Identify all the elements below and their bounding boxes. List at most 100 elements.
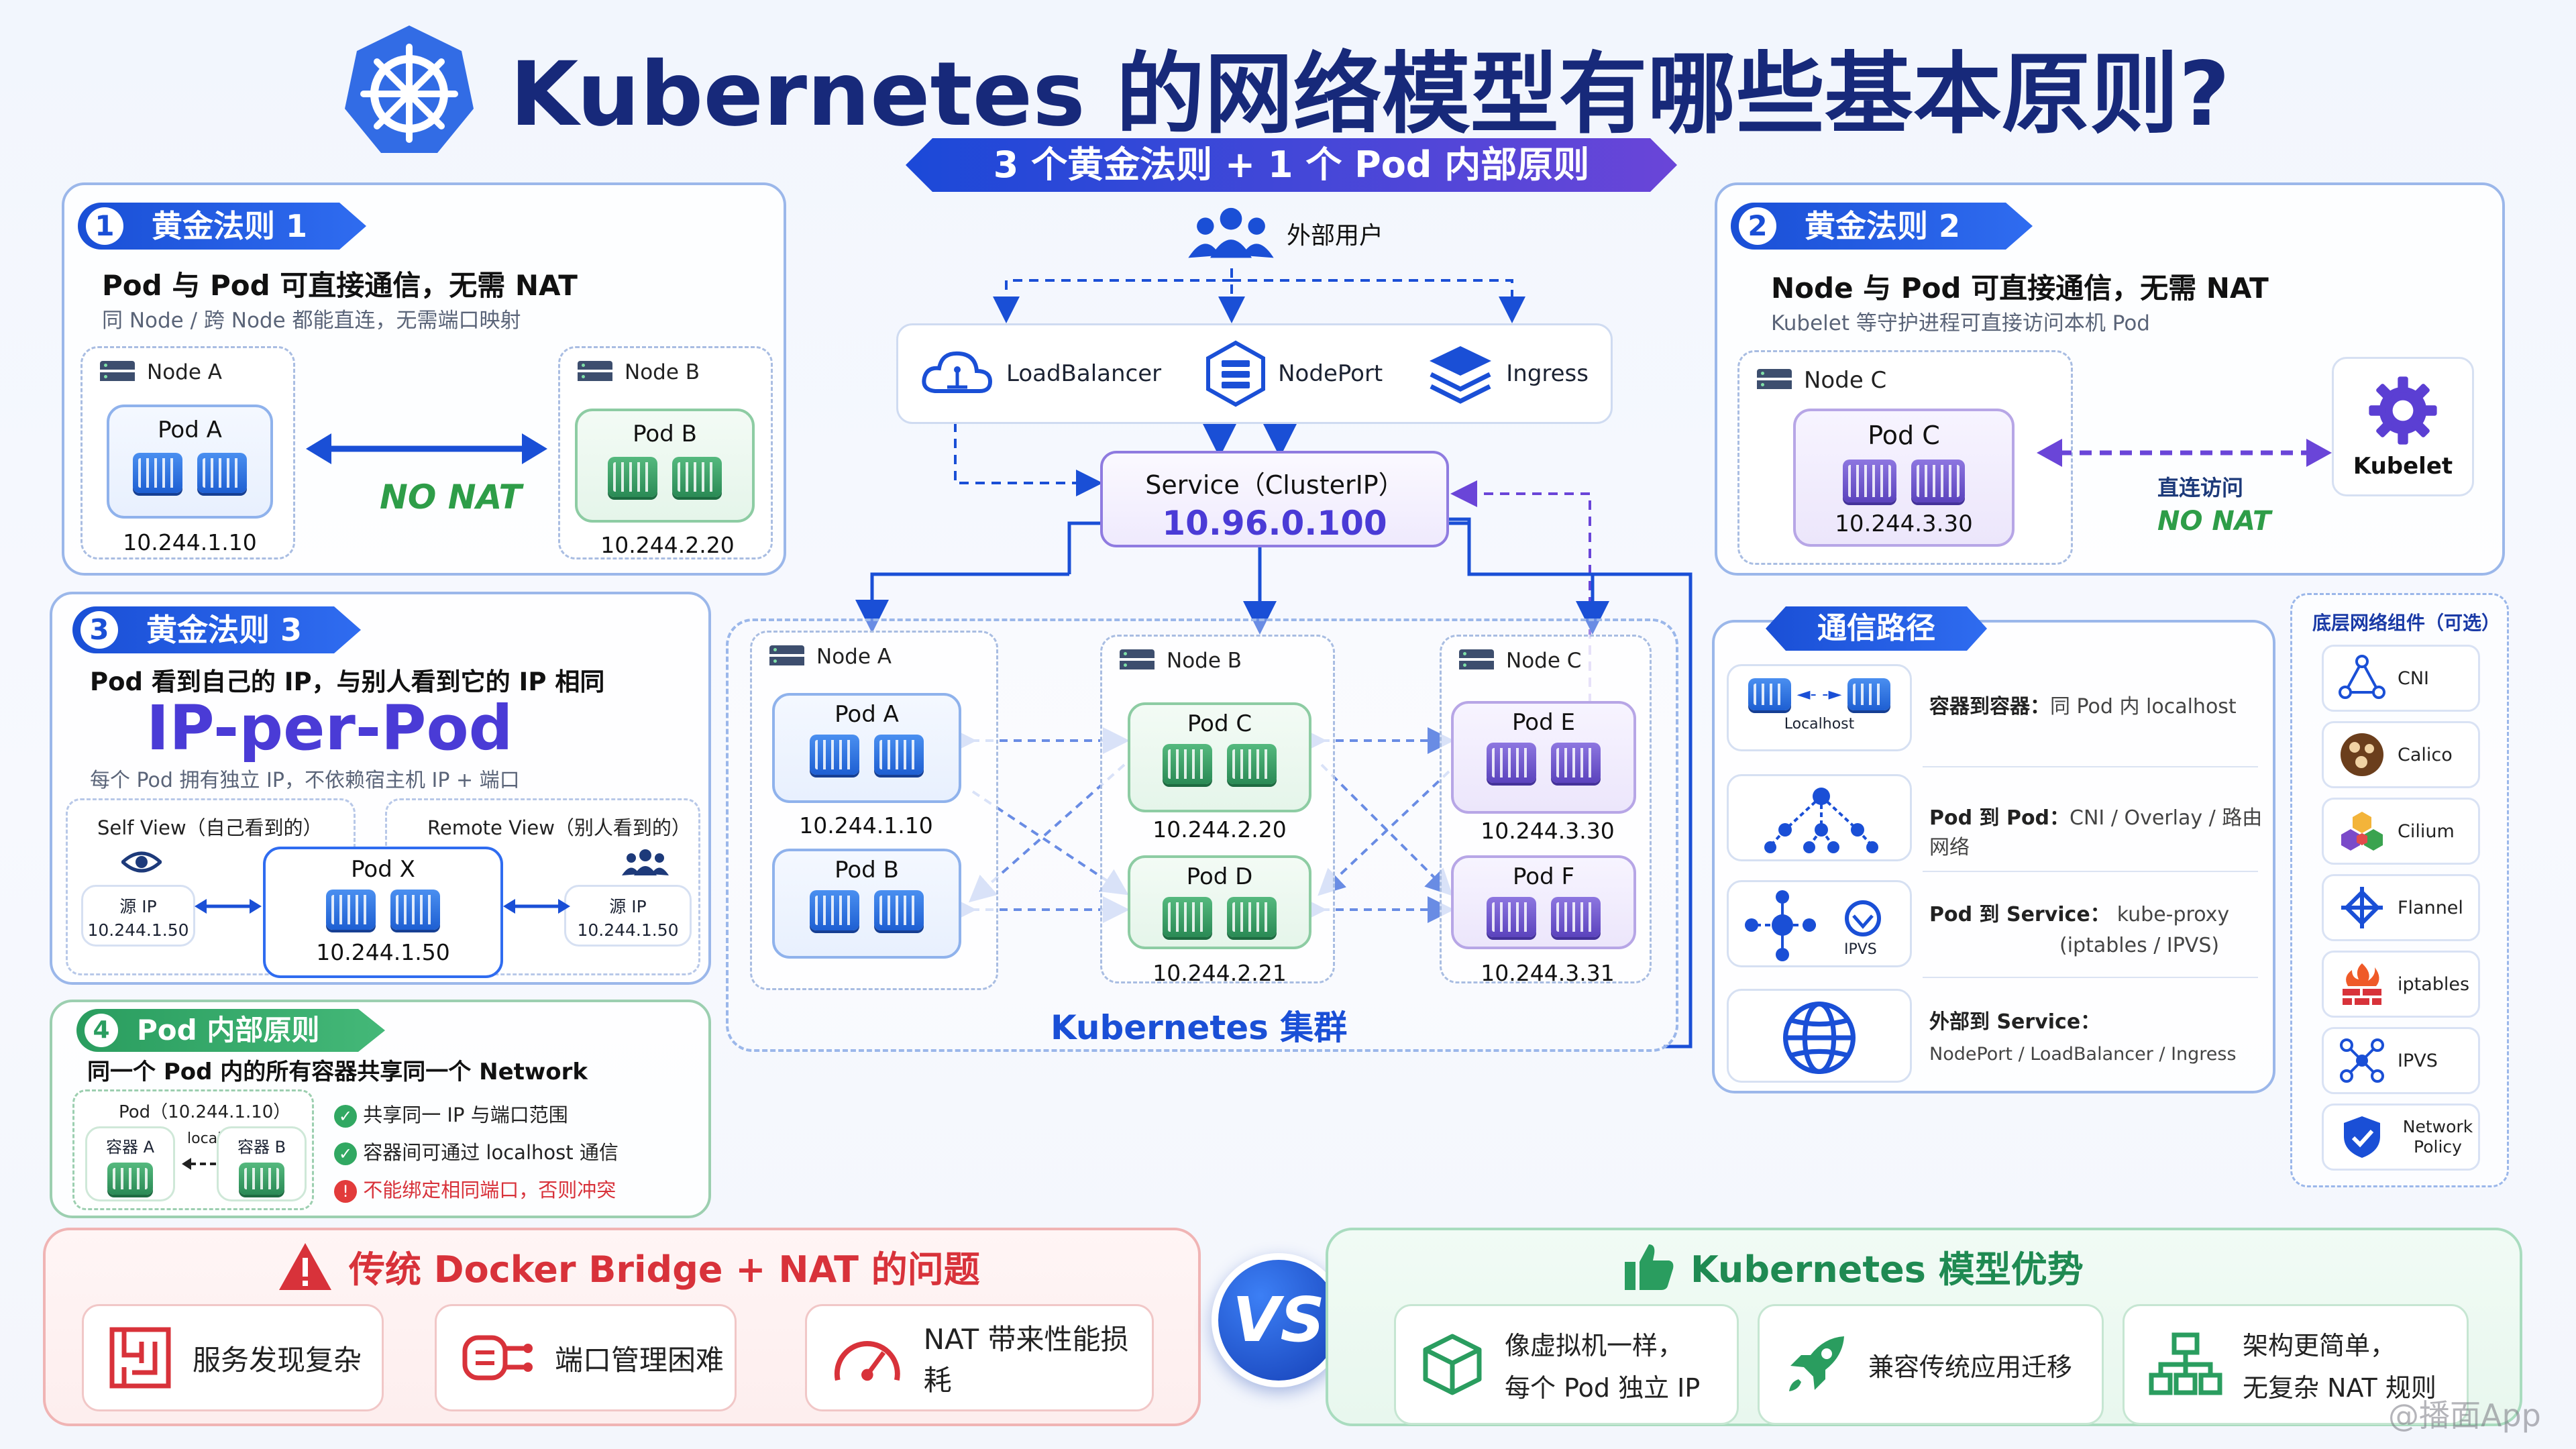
components-panel: 底层网络组件（可选） CNI Calico Cilium Flannel ipt… <box>2290 593 2509 1187</box>
rule3-header: 3 黄金法则 3 <box>72 606 361 653</box>
pod-name: Pod B <box>835 857 899 883</box>
check-icon: ✓ <box>334 1142 357 1165</box>
paths-title: 通信路径 <box>1817 611 1935 645</box>
ip-per-pod-title: IP-per-Pod <box>146 692 513 764</box>
rule1-pod-a: Pod A <box>107 405 273 519</box>
advantage-line1: 兼容传统应用迁移 <box>1868 1352 2073 1382</box>
path-bold: 容器到容器： <box>1929 695 2050 718</box>
port-icon <box>462 1335 533 1381</box>
rule2-number: 2 <box>1739 207 1776 245</box>
node-label: Node C <box>1804 367 1887 394</box>
shield-icon <box>2344 1116 2380 1158</box>
pod-name: Pod B <box>633 421 697 447</box>
check-icon: ✓ <box>334 1105 357 1128</box>
component-ipvs: IPVS <box>2322 1027 2480 1094</box>
container-icon <box>1551 897 1601 937</box>
component-label: IPVS <box>2398 1050 2438 1071</box>
advantage-line1: 架构更简单， <box>2243 1331 2396 1360</box>
src-ip-label: 源 IP <box>119 897 157 916</box>
path-row-3: Pod 到 Service：kube-proxy (iptables / IPV… <box>1929 898 2229 957</box>
cluster-pod-e: Pod E <box>1451 701 1636 814</box>
localhost-caption: Localhost <box>1784 716 1855 733</box>
rule1-node-a: Node A Pod A 10.244.1.10 <box>80 346 295 559</box>
rule2-node-c: Node C Pod C 10.244.3.30 <box>1737 350 2073 565</box>
pod-ip: 10.244.2.20 <box>1152 816 1287 843</box>
paths-panel: 通信路径 ◄- -► Localhost 容器到容器：同 Pod 内 local… <box>1712 620 2275 1093</box>
server-icon <box>1459 649 1494 672</box>
server-icon <box>578 361 612 384</box>
server-icon <box>1120 649 1155 672</box>
rule1-pod-b: Pod B <box>575 409 755 523</box>
component-iptables: iptables <box>2322 951 2480 1018</box>
src-ip-label: 源 IP <box>609 897 647 916</box>
remote-src-ip-card: 源 IP 10.244.1.50 <box>564 885 692 947</box>
path-bold: 外部到 Service： <box>1929 1010 2101 1034</box>
rule4-item-text: 容器间可通过 localhost 通信 <box>363 1141 619 1164</box>
rule4-label: Pod 内部原则 <box>137 1014 320 1046</box>
page-title: Kubernetes 的网络模型有哪些基本原则? <box>510 43 2231 146</box>
cni-icon <box>2339 655 2385 699</box>
container-icon <box>133 453 182 493</box>
rule4-number: 4 <box>85 1014 118 1047</box>
ingress-item: Ingress <box>1427 343 1589 404</box>
rule1-panel: 1 黄金法则 1 Pod 与 Pod 可直接通信，无需 NAT 同 Node /… <box>62 182 786 576</box>
advantages-heading: Kubernetes 模型优势 <box>1623 1240 2084 1293</box>
pod-ip: 10.244.2.21 <box>1152 960 1287 986</box>
path-text: CNI / Overlay / 路由网络 <box>1929 806 2263 859</box>
ipvs-caption: IPVS <box>1844 941 1877 958</box>
server-icon <box>100 361 135 384</box>
rule4-item-text: 共享同一 IP 与端口范围 <box>363 1104 568 1126</box>
container-icon <box>1911 460 1965 502</box>
problem-item: NAT 带来性能损耗 <box>805 1304 1154 1411</box>
cilium-icon <box>2341 812 2383 851</box>
rule4-item: ✓ 共享同一 IP 与端口范围 <box>334 1096 619 1134</box>
container-a-card: 容器 A <box>85 1126 175 1201</box>
pod-name: Pod E <box>1512 709 1575 736</box>
container-icon <box>239 1163 284 1195</box>
pod-ip: 10.244.2.20 <box>600 532 735 558</box>
problems-title: 传统 Docker Bridge + NAT 的问题 <box>349 1248 980 1291</box>
advantage-item: 兼容传统应用迁移 <box>1758 1304 2104 1425</box>
server-icon <box>1757 369 1792 392</box>
container-icon <box>1847 678 1890 710</box>
rule2-header: 2 黄金法则 2 <box>1731 203 2033 250</box>
subtitle: 3 个黄金法则 + 1 个 Pod 内部原则 <box>993 144 1590 186</box>
bidirectional-arrow-icon <box>503 899 570 914</box>
rule4-pod-box: Pod（10.244.1.10） 容器 A localhost 容器 B <box>72 1089 314 1210</box>
rule4-list: ✓ 共享同一 IP 与端口范围 ✓ 容器间可通过 localhost 通信 ! … <box>334 1096 619 1209</box>
component-cilium: Cilium <box>2322 798 2480 865</box>
org-chart-icon <box>2149 1332 2222 1395</box>
rule2-panel: 2 黄金法则 2 Node 与 Pod 可直接通信，无需 NAT Kubelet… <box>1715 182 2505 576</box>
pod-name: Pod C <box>1868 421 1940 450</box>
service-box: Service（ClusterIP） 10.96.0.100 <box>1100 451 1449 547</box>
problem-label: 服务发现复杂 <box>193 1343 362 1377</box>
cluster-node-b: Node B Pod C 10.244.2.20 Pod D 10.244.2.… <box>1100 635 1335 986</box>
ingress-bar: LoadBalancer NodePort Ingress <box>896 323 1613 424</box>
cluster-pod-a: Pod A <box>772 693 961 803</box>
cluster-pod-d: Pod D <box>1128 855 1311 949</box>
component-label: Calico <box>2398 744 2453 765</box>
rule1-label: 黄金法则 1 <box>152 208 308 244</box>
advantages-panel: Kubernetes 模型优势 像虚拟机一样，每个 Pod 独立 IP 兼容传统… <box>1326 1228 2522 1426</box>
component-label: Flannel <box>2398 897 2463 918</box>
firewall-icon <box>2343 963 2381 1005</box>
container-icon <box>107 1163 153 1195</box>
rule1-node-b: Node B Pod B 10.244.2.20 <box>558 346 773 559</box>
loadbalancer-item: LoadBalancer <box>920 347 1161 400</box>
rule3-label: 黄金法则 3 <box>146 612 303 648</box>
rule1-desc: 同 Node / 跨 Node 都能直连，无需端口映射 <box>102 309 521 333</box>
bidirectional-arrow-icon <box>195 899 262 914</box>
self-src-ip-card: 源 IP 10.244.1.50 <box>81 885 195 947</box>
advantages-title: Kubernetes 模型优势 <box>1690 1248 2084 1291</box>
rule2-heading: Node 与 Pod 可直接通信，无需 NAT <box>1771 272 2269 305</box>
server-icon <box>769 645 804 668</box>
advantage-item: 像虚拟机一样，每个 Pod 独立 IP <box>1394 1304 1739 1425</box>
rule1-header: 1 黄金法则 1 <box>78 203 366 250</box>
rule3-heading: Pod 看到自己的 IP，与别人看到它的 IP 相同 <box>90 667 605 696</box>
dashed-arrow-icon <box>2037 439 2332 467</box>
cloud-icon <box>922 351 992 393</box>
problems-heading: 传统 Docker Bridge + NAT 的问题 <box>278 1240 980 1293</box>
divider <box>1923 871 2258 872</box>
path-text: kube-proxy <box>2116 903 2230 926</box>
rule1-heading: Pod 与 Pod 可直接通信，无需 NAT <box>102 269 578 302</box>
